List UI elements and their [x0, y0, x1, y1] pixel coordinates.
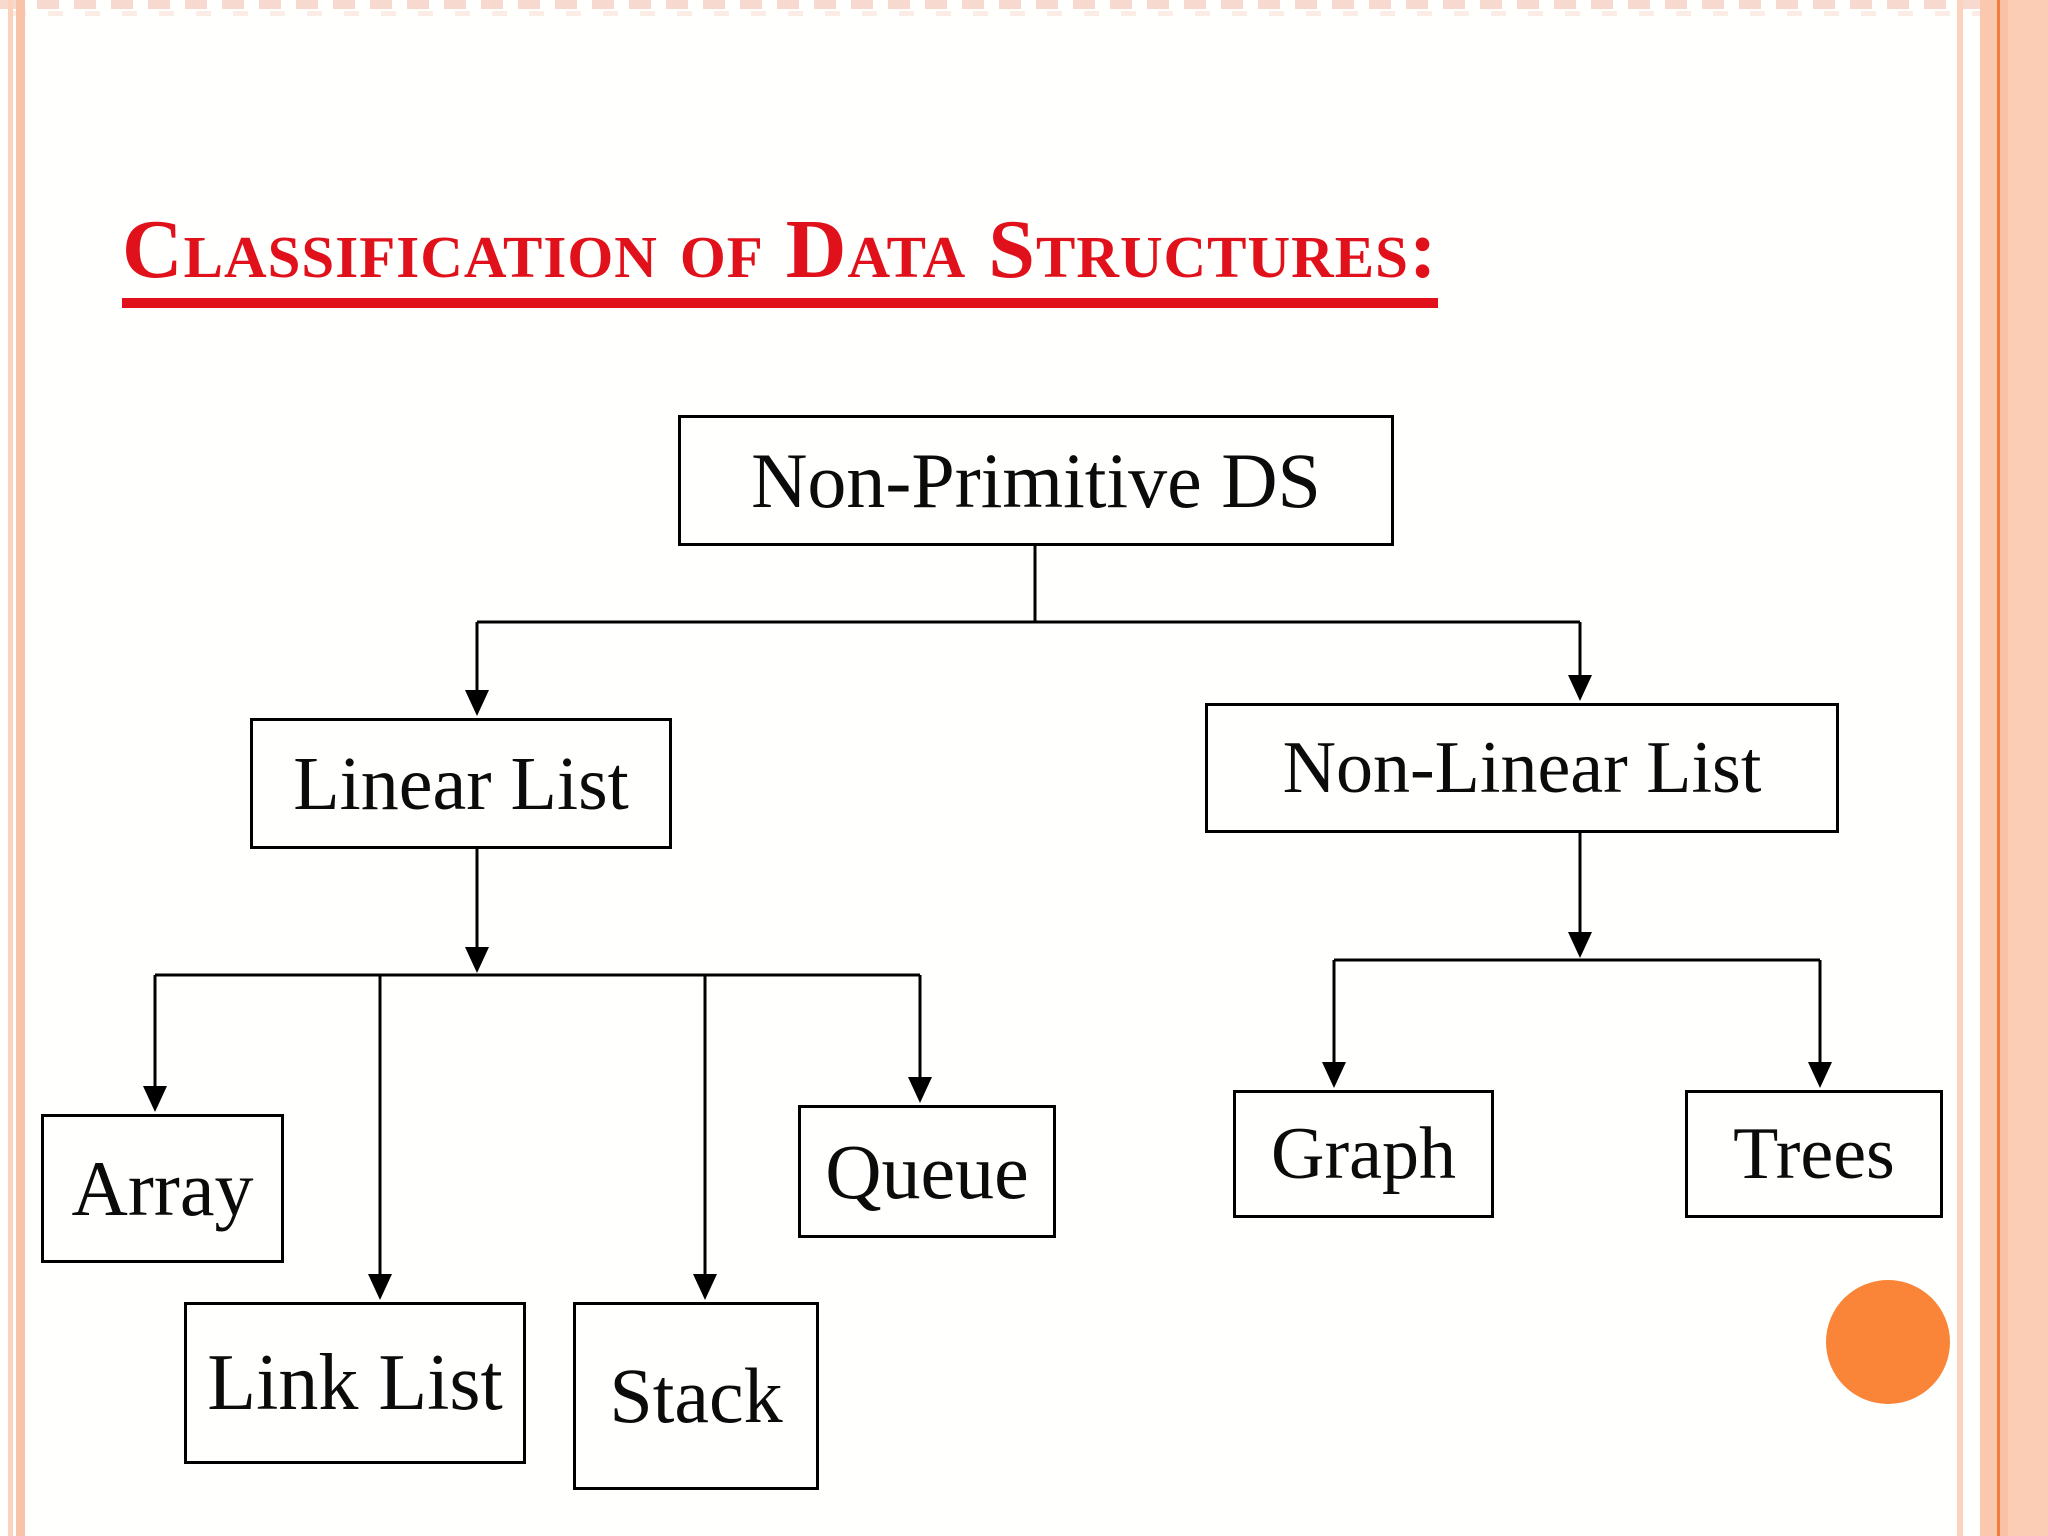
slide-title: Classification of Data Structures: — [122, 208, 1438, 308]
connector-paths — [153, 546, 1822, 1284]
node-array: Array — [41, 1114, 284, 1263]
node-non-primitive-ds: Non-Primitive DS — [678, 415, 1394, 546]
node-label: Array — [71, 1144, 254, 1232]
arrowhead — [1808, 1062, 1832, 1088]
node-trees: Trees — [1685, 1090, 1943, 1218]
node-link-list: Link List — [184, 1302, 526, 1464]
orange-circle-decoration — [1826, 1280, 1950, 1404]
right-border-stripe-middle — [1980, 0, 1997, 1536]
node-label: Non-Primitive DS — [751, 436, 1321, 524]
arrowhead — [908, 1077, 932, 1103]
arrowhead — [368, 1274, 392, 1300]
arrowhead — [1322, 1062, 1346, 1088]
top-stitch-border — [0, 0, 2048, 18]
arrowheads — [143, 675, 1832, 1300]
arrowhead — [1568, 932, 1592, 958]
node-graph: Graph — [1233, 1090, 1494, 1218]
arrowhead — [465, 947, 489, 973]
node-linear-list: Linear List — [250, 718, 672, 849]
node-label: Stack — [609, 1352, 783, 1439]
node-queue: Queue — [798, 1105, 1056, 1238]
left-border-stripe-outer — [8, 0, 13, 1536]
left-border-stripe-inner — [16, 0, 25, 1536]
node-label: Queue — [825, 1127, 1029, 1215]
arrowhead — [143, 1086, 167, 1112]
right-border-stripe-inner — [1957, 0, 1963, 1536]
node-label: Non-Linear List — [1282, 727, 1762, 809]
node-stack: Stack — [573, 1302, 819, 1490]
arrowhead — [465, 690, 489, 716]
node-label: Graph — [1271, 1113, 1456, 1195]
node-non-linear-list: Non-Linear List — [1205, 703, 1839, 833]
node-label: Linear List — [293, 741, 629, 826]
node-label: Link List — [207, 1339, 503, 1427]
arrowhead — [693, 1274, 717, 1300]
right-border-accent-line — [1997, 0, 2000, 1536]
arrowhead — [1568, 675, 1592, 701]
node-label: Trees — [1733, 1113, 1895, 1195]
right-border-stripe-outer — [2000, 0, 2048, 1536]
